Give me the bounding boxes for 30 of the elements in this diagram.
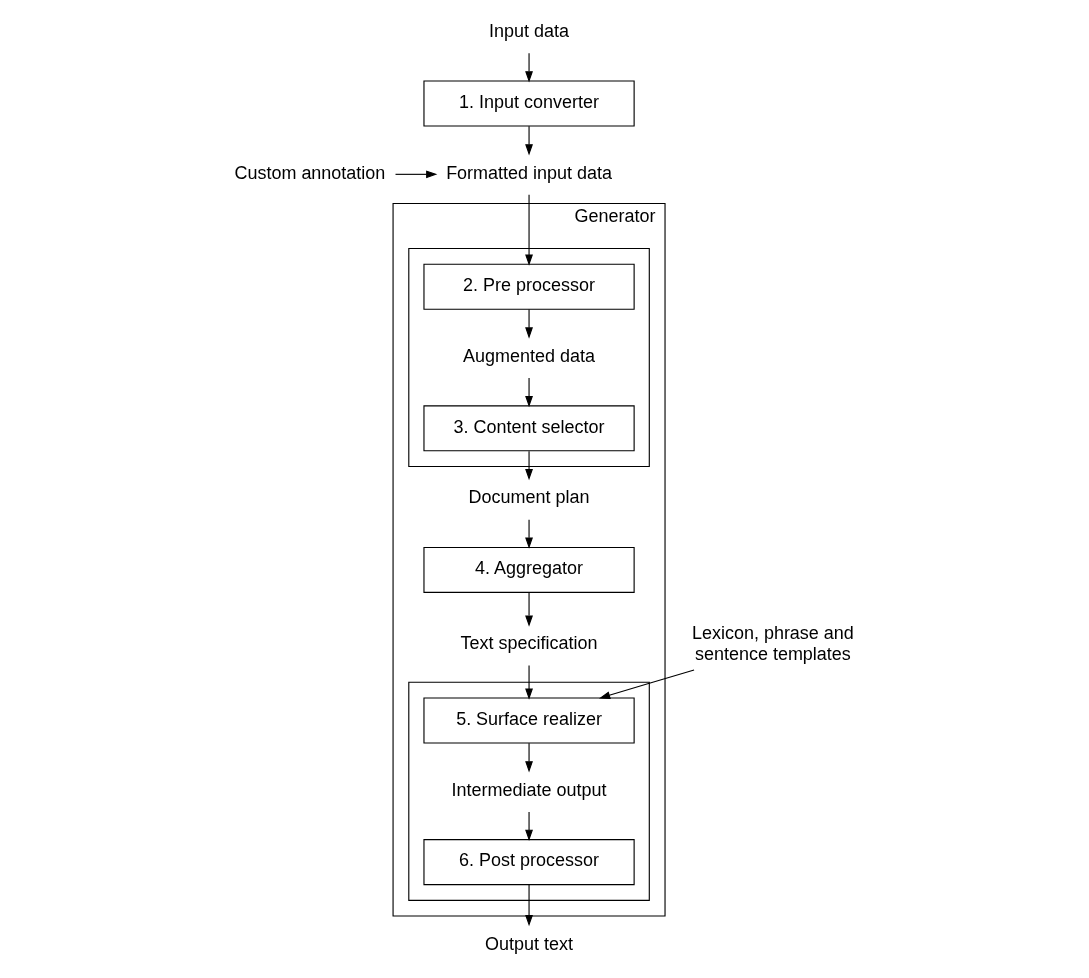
arrow (525, 125, 533, 156)
node-box: 2. Pre processor (423, 263, 635, 310)
node-text: Document plan (468, 487, 590, 508)
arrow (525, 194, 533, 266)
node-text: Custom annotation (234, 162, 386, 183)
node-box: 5. Surface realizer (423, 697, 635, 744)
node-text: Formatted input data (446, 162, 612, 183)
node-box: 6. Post processor (423, 839, 635, 886)
node-text: Intermediate output (451, 779, 607, 800)
node-text: Input data (489, 21, 570, 41)
arrow (525, 519, 533, 549)
node-text: Lexicon, phrase and sentence templates (691, 623, 854, 664)
arrow (525, 884, 533, 927)
arrow (525, 664, 533, 700)
node-box: 4. Aggregator (423, 546, 635, 593)
arrow (394, 170, 438, 179)
arrow (525, 450, 533, 481)
node-text: Augmented data (463, 345, 595, 366)
node-box: 1. Input converter (423, 80, 635, 127)
node-text: Text specification (460, 633, 598, 654)
arrow (525, 52, 533, 83)
cluster (408, 681, 650, 901)
arrow (525, 742, 533, 773)
arrow (525, 811, 533, 841)
arrow (525, 308, 533, 339)
arrow (598, 669, 695, 699)
node-box: 3. Content selector (423, 405, 635, 452)
arrow (525, 377, 533, 408)
arrow (525, 592, 533, 627)
node-text: Output text (485, 933, 573, 954)
